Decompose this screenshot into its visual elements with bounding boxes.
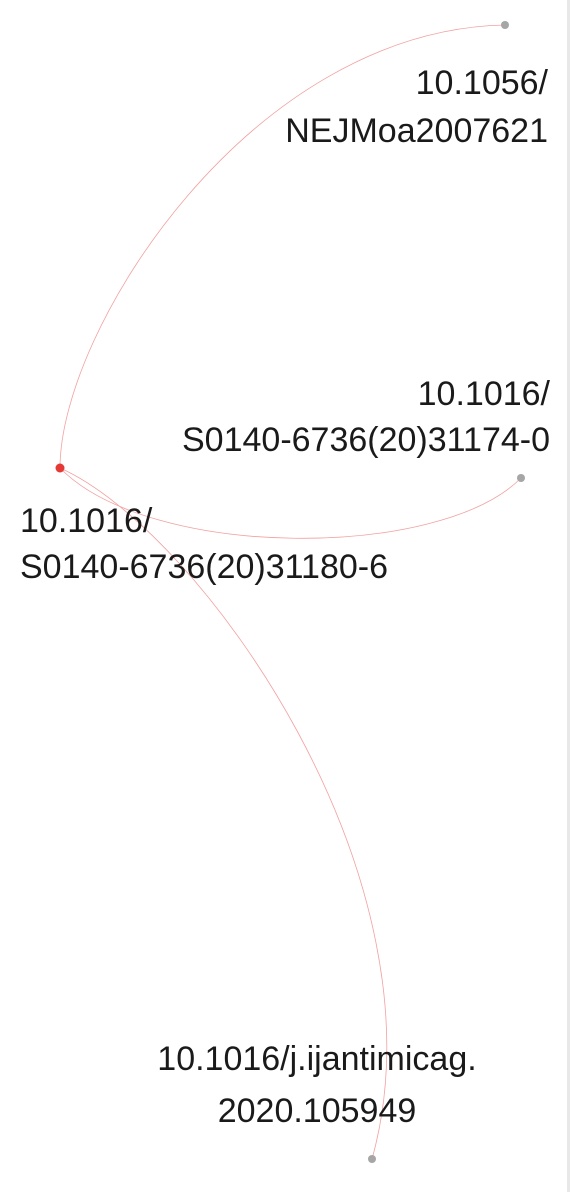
node-label-line: NEJMoa2007621 [285, 112, 548, 150]
center-node-center[interactable] [55, 463, 65, 473]
edge-center-to-ijaa [59, 467, 388, 1160]
leaf-node-nejm[interactable] [501, 21, 509, 29]
node-label-line: 10.1016/ [418, 375, 551, 413]
nodes-layer [55, 21, 525, 1163]
edge-center-to-nejm [59, 24, 506, 469]
node-label-ijaa: 10.1016/j.ijantimicag. 2020.105949 [157, 1040, 476, 1130]
edges-layer [59, 24, 522, 1160]
edge-center-to-lancet [59, 467, 522, 539]
node-label-line: 10.1056/ [416, 64, 549, 102]
node-label-line: 2020.105949 [218, 1092, 417, 1130]
node-label-center: 10.1016/S0140-6736(20)31180-6 [20, 502, 388, 586]
leaf-node-lancet[interactable] [517, 474, 525, 482]
node-label-line: 10.1016/j.ijantimicag. [157, 1040, 476, 1078]
node-label-lancet: 10.1016/S0140-6736(20)31174-0 [182, 375, 551, 459]
leaf-node-ijaa[interactable] [368, 1155, 376, 1163]
scrollbar-track [567, 0, 570, 1192]
node-label-line: S0140-6736(20)31174-0 [182, 421, 550, 459]
node-label-line: 10.1016/ [20, 502, 153, 540]
node-label-nejm: 10.1056/NEJMoa2007621 [285, 64, 548, 150]
node-label-line: S0140-6736(20)31180-6 [20, 548, 388, 586]
labels-layer: 10.1016/S0140-6736(20)31180-6 10.1056/NEJ… [20, 64, 551, 1130]
